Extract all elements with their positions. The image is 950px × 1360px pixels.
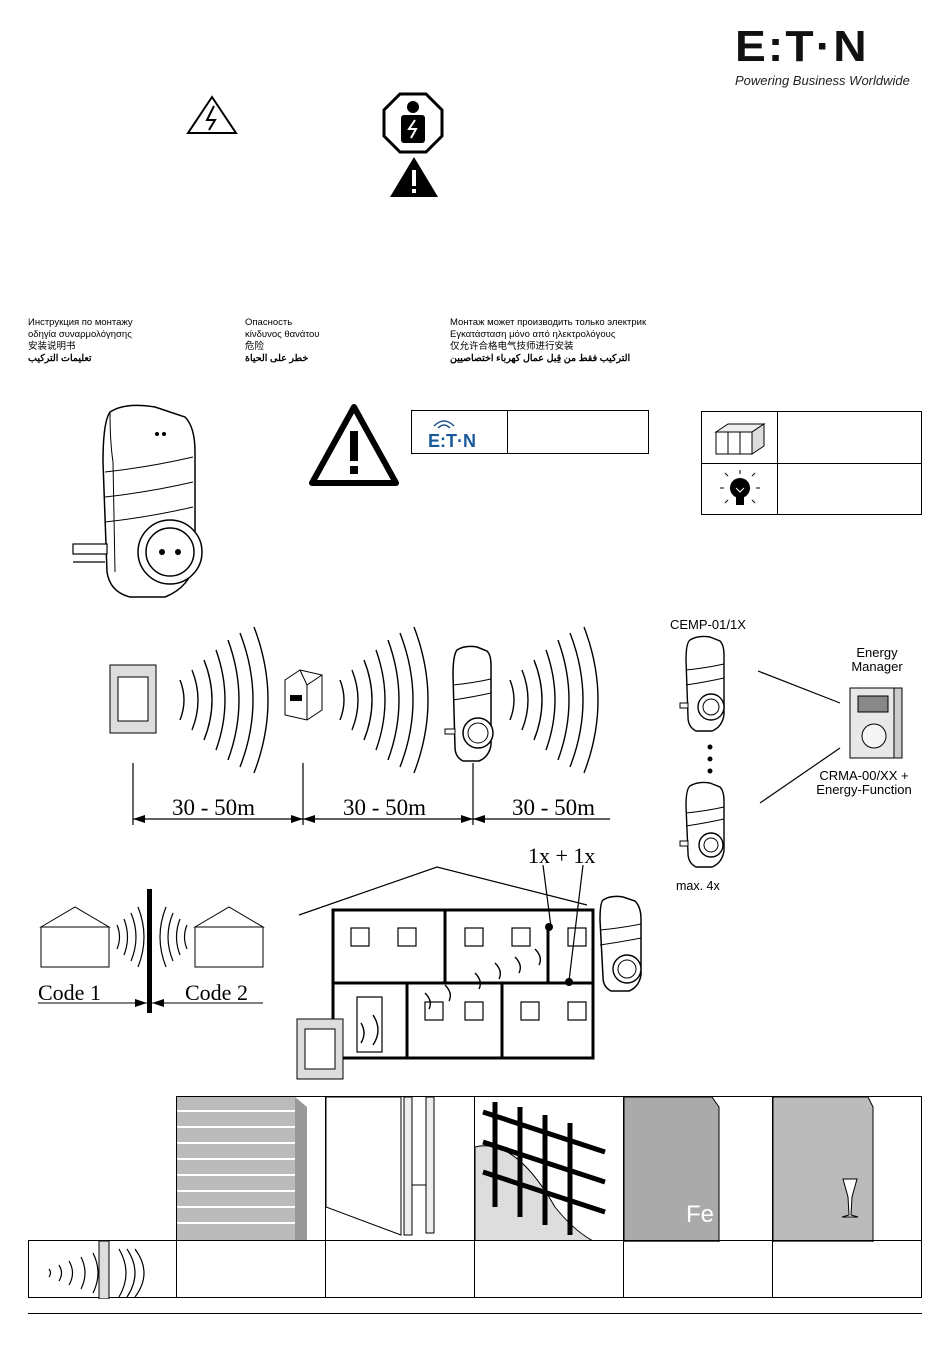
logo-wordmark: E:T·N bbox=[735, 22, 869, 71]
plug-device-top bbox=[679, 635, 725, 732]
energy-manager-diagram bbox=[679, 635, 903, 868]
code-1-label: Code 1 bbox=[38, 980, 101, 1005]
lang-ar: خطر على الحياة bbox=[245, 353, 309, 364]
distance-label-2: 30 - 50m bbox=[343, 795, 427, 820]
cemp-label: CEMP-01/1X bbox=[670, 617, 746, 632]
signal-waves-icon bbox=[48, 1240, 145, 1300]
lang-el: Εγκατάσταση μόνο από ηλεκτρολόγους bbox=[450, 329, 616, 340]
concrete-value-cell bbox=[474, 1240, 624, 1298]
package-box-icon bbox=[714, 423, 766, 455]
lang-ar: تعليمات التركيب bbox=[28, 353, 92, 364]
range-diagram bbox=[109, 626, 610, 825]
code-2-label: Code 2 bbox=[185, 980, 248, 1005]
glass-wall-icon bbox=[772, 1096, 874, 1243]
crma-label: CRMA-00/XX + Energy-Function bbox=[816, 768, 912, 797]
lang-ru: Опасность bbox=[245, 317, 293, 328]
plug-device-drawing bbox=[72, 404, 203, 598]
lightbulb-icon bbox=[720, 470, 760, 505]
lang-el: οδηγία συναρμολόγησης bbox=[28, 329, 132, 340]
code-diagram bbox=[38, 889, 265, 1013]
lang-zh: 仅允许合格电气技师进行安装 bbox=[450, 341, 574, 352]
plug-device-bottom bbox=[679, 781, 725, 868]
warning-icon-large bbox=[309, 404, 399, 486]
language-col-2: Опасность κίνδυνος θανάτου 危险 خطر على ال… bbox=[245, 317, 319, 365]
warning-icon bbox=[390, 157, 438, 197]
lang-zh: 危险 bbox=[245, 341, 265, 352]
logo-tagline: Powering Business Worldwide bbox=[735, 73, 910, 88]
wireless-brand-box: E:T·N bbox=[411, 410, 649, 454]
brick-wall-cell bbox=[176, 1096, 326, 1241]
distance-label-1: 30 - 50m bbox=[172, 795, 256, 820]
metal-sheet-icon: Fe bbox=[623, 1096, 720, 1243]
footer-divider bbox=[28, 1313, 922, 1314]
metal-cell: Fe bbox=[623, 1096, 773, 1243]
reinforced-concrete-cell bbox=[474, 1096, 624, 1241]
electric-hazard-icon bbox=[186, 95, 238, 134]
energy-manager-device bbox=[849, 687, 903, 759]
eaton-wireless-logo: E:T·N bbox=[428, 420, 476, 451]
language-col-3: Монтаж может производить только электрик… bbox=[450, 317, 646, 365]
language-col-1: Инструкция по монтажу οδηγία συναρμολόγη… bbox=[28, 317, 133, 365]
lang-ru: Монтаж может производить только электрик bbox=[450, 317, 647, 328]
distance-label-3: 30 - 50m bbox=[512, 795, 596, 820]
plasterboard-cell bbox=[325, 1096, 475, 1241]
energy-manager-label: Energy Manager bbox=[851, 645, 903, 674]
brick-value-cell bbox=[176, 1240, 326, 1298]
lang-ru: Инструкция по монтажу bbox=[28, 317, 133, 328]
multiplier-label: 1x + 1x bbox=[528, 843, 596, 868]
svg-text:E:T·N: E:T·N bbox=[428, 431, 476, 451]
electrician-icon bbox=[382, 92, 444, 154]
plasterboard-icon bbox=[325, 1096, 435, 1236]
reinforced-concrete-icon bbox=[475, 1102, 606, 1240]
lang-zh: 安装说明书 bbox=[28, 341, 76, 352]
plug-device-house bbox=[599, 895, 642, 992]
eaton-logo: E:T·N Powering Business Worldwide bbox=[735, 25, 925, 89]
lang-ar: التركيب فقط من قِبل عمال كهرباء اختصاصيي… bbox=[450, 353, 631, 364]
wall-switch bbox=[296, 1018, 344, 1080]
package-info-table bbox=[701, 411, 922, 515]
house-diagram bbox=[296, 865, 642, 1080]
lang-el: κίνδυνος θανάτου bbox=[245, 329, 320, 340]
materials-table: Fe bbox=[28, 1096, 922, 1300]
plasterboard-value-cell bbox=[325, 1240, 475, 1298]
fe-label: Fe bbox=[686, 1201, 714, 1228]
metal-value-cell bbox=[623, 1240, 773, 1298]
glass-cell bbox=[772, 1096, 922, 1243]
max-label: max. 4x bbox=[676, 879, 720, 893]
glass-value-cell bbox=[772, 1240, 922, 1298]
brick-wall-icon bbox=[177, 1097, 307, 1240]
signal-cell bbox=[28, 1240, 177, 1300]
